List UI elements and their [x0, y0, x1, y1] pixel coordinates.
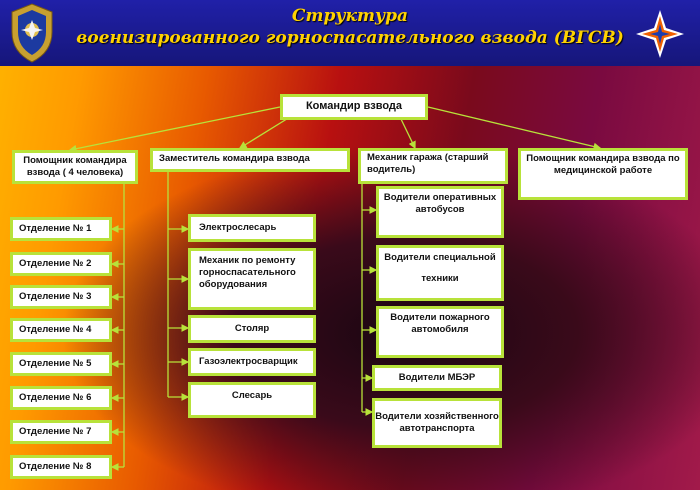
equipment-mechanic-box: Механик по ремонту горноспасательного об…	[188, 248, 316, 310]
medical-assistant-box: Помощник командира взвода по медицинской…	[518, 148, 688, 200]
department-box-7: Отделение № 7	[10, 420, 112, 444]
fire-drivers-label: Водители пожарного автомобиля	[390, 312, 490, 335]
fire-drivers-box: Водители пожарного автомобиля	[376, 306, 504, 358]
commander-label: Командир взвода	[305, 100, 403, 113]
department-box-6: Отделение № 6	[10, 386, 112, 410]
department-label-3: Отделение № 3	[19, 291, 92, 302]
equipment-mechanic-label: Механик по ремонту горноспасательного об…	[199, 255, 296, 290]
mber-drivers-label: Водители МБЭР	[398, 372, 476, 384]
locksmith-box: Слесарь	[188, 382, 316, 418]
medical-assistant-label: Помощник командира взвода по медицинской…	[526, 153, 680, 176]
department-label-6: Отделение № 6	[19, 392, 92, 403]
deputy-commander-label: Заместитель командира взвода	[159, 153, 310, 164]
welder-box: Газоэлектросварщик	[188, 348, 316, 376]
mber-drivers-box: Водители МБЭР	[372, 365, 502, 391]
department-label-8: Отделение № 8	[19, 461, 92, 472]
bus-drivers-label: Водители оперативных автобусов	[383, 192, 497, 215]
electrician-box: Электрослесарь	[188, 214, 316, 242]
deputy-commander-box: Заместитель командира взвода	[150, 148, 350, 172]
department-box-8: Отделение № 8	[10, 455, 112, 479]
emblem-icon	[11, 3, 53, 63]
assistant-commander-label: Помощник командира взвода ( 4 человека)	[23, 155, 127, 178]
header-bar	[0, 0, 700, 66]
special-drivers-label-2: техники	[421, 272, 459, 284]
special-drivers-label-1: Водители специальной	[384, 252, 496, 263]
carpenter-box: Столяр	[188, 315, 316, 343]
electrician-label: Электрослесарь	[199, 222, 277, 233]
department-box-2: Отделение № 2	[10, 252, 112, 276]
bus-drivers-box: Водители оперативных автобусов	[376, 186, 504, 238]
mchs-star-icon	[636, 10, 684, 58]
household-drivers-box: Водители хозяйственного автотранспорта	[372, 398, 502, 448]
department-label-4: Отделение № 4	[19, 324, 92, 335]
title-line-1: Структура	[291, 6, 409, 26]
garage-mechanic-box: Механик гаража (старший водитель)	[358, 148, 508, 184]
carpenter-label: Столяр	[234, 323, 270, 335]
department-label-2: Отделение № 2	[19, 258, 92, 269]
department-box-4: Отделение № 4	[10, 318, 112, 342]
welder-label: Газоэлектросварщик	[199, 356, 298, 367]
locksmith-label: Слесарь	[231, 390, 273, 401]
department-box-5: Отделение № 5	[10, 352, 112, 376]
commander-box: Командир взвода	[280, 94, 428, 120]
garage-mechanic-label: Механик гаража (старший водитель)	[367, 152, 489, 175]
department-label-7: Отделение № 7	[19, 426, 92, 437]
assistant-commander-box: Помощник командира взвода ( 4 человека)	[12, 150, 138, 184]
department-box-3: Отделение № 3	[10, 285, 112, 309]
special-drivers-box: Водители специальной техники	[376, 245, 504, 301]
title-line-2: военизированного горноспасательного взво…	[76, 28, 624, 48]
household-drivers-label: Водители хозяйственного автотранспорта	[375, 411, 499, 434]
department-label-5: Отделение № 5	[19, 358, 92, 369]
department-box-1: Отделение № 1	[10, 217, 112, 241]
department-label-1: Отделение № 1	[19, 223, 92, 234]
